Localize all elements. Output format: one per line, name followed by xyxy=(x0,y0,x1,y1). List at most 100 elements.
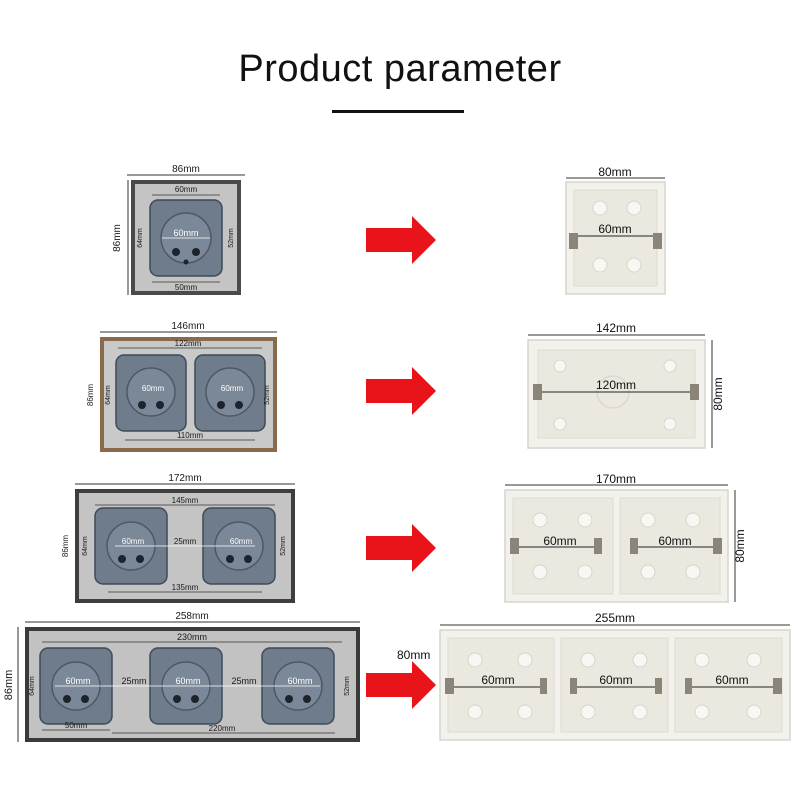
box-spacing-label: 60mm xyxy=(598,222,631,236)
socket-gap-label: 25mm xyxy=(174,537,197,546)
knockout-hole xyxy=(467,652,483,668)
knockout-hole xyxy=(694,652,710,668)
panel-inner-top-label: 145mm xyxy=(172,496,199,505)
socket-pin-hole xyxy=(192,248,200,256)
panel-dimensions: 258mm 230mm 86mm 64mm 60mm 25mm 60mm 25m… xyxy=(3,611,360,742)
mounting-lug xyxy=(570,678,577,694)
knockout-hole xyxy=(592,257,608,273)
panel-bottom-left-label: 50mm xyxy=(65,721,88,730)
box-spacing-label: 60mm xyxy=(481,673,514,687)
mounting-lug xyxy=(685,678,692,694)
panel-dimensions: 146mm 122mm 86mm 64mm 60mm 60mm 52mm 110… xyxy=(86,321,277,441)
knockout-hole xyxy=(663,359,677,373)
single-mounting-box: 80mm 60mm xyxy=(565,165,666,295)
knockout-hole xyxy=(640,564,656,580)
box-height-label: 80mm xyxy=(733,529,747,562)
panel-bottom-label: 110mm xyxy=(177,431,203,440)
double-wide-mounting-box: 170mm 60mm 60mm 80mm xyxy=(504,472,747,603)
mounting-lug xyxy=(540,678,547,694)
knockout-hole xyxy=(532,512,548,528)
arrow-icon xyxy=(366,367,436,415)
knockout-hole xyxy=(685,564,701,580)
panel-inner-left-label: 64mm xyxy=(105,385,112,405)
row-4: 258mm 230mm 86mm 64mm 60mm 25mm 60mm 25m… xyxy=(3,611,791,742)
panel-width-label: 146mm xyxy=(171,321,204,332)
mounting-lug xyxy=(690,384,699,400)
mounting-lug xyxy=(445,678,454,694)
page-title: Product parameter xyxy=(238,48,562,90)
panel-dimensions: 172mm 145mm 86mm 64mm 60mm 25mm 60mm 52m… xyxy=(61,473,295,593)
knockout-hole xyxy=(632,704,648,720)
panel-height-label: 86mm xyxy=(61,535,70,558)
panel-inner-right-label: 52mm xyxy=(264,385,271,405)
socket-center-label: 60mm xyxy=(142,384,165,393)
triple-socket-panel xyxy=(25,627,360,742)
panel-inner-left-label: 64mm xyxy=(137,228,144,248)
panel-bottom-label: 50mm xyxy=(175,283,198,292)
panel-inner-left-label: 64mm xyxy=(82,536,89,556)
panel-inner-right-label: 52mm xyxy=(280,536,287,556)
socket-pin-hole xyxy=(172,248,180,256)
box-width-label: 170mm xyxy=(596,472,636,486)
box-spacing-label: 60mm xyxy=(715,673,748,687)
panel-inner-right-label: 52mm xyxy=(228,228,235,248)
box-spacing-label: 60mm xyxy=(658,534,691,548)
knockout-hole xyxy=(532,564,548,580)
box-height-label: 80mm xyxy=(397,648,430,662)
panel-height-label: 86mm xyxy=(3,670,15,701)
arrow-icon xyxy=(366,524,436,572)
knockout-hole xyxy=(553,417,567,431)
box-spacing-label: 60mm xyxy=(543,534,576,548)
panel-inner-top-label: 230mm xyxy=(177,632,207,642)
knockout-hole xyxy=(517,704,533,720)
box-width-label: 142mm xyxy=(596,321,636,335)
knockout-hole xyxy=(467,704,483,720)
double-mounting-box: 142mm 120mm 80mm xyxy=(527,321,725,449)
knockout-hole xyxy=(577,512,593,528)
knockout-hole xyxy=(685,512,701,528)
knockout-hole xyxy=(592,200,608,216)
triple-mounting-box: 255mm 80mm 60mm 60mm 60mm xyxy=(397,611,791,741)
panel-inner-left-label: 64mm xyxy=(29,676,36,696)
mounting-lug xyxy=(510,538,519,554)
socket-center-label: 60mm xyxy=(221,384,244,393)
knockout-hole xyxy=(632,652,648,668)
panel-width-label: 258mm xyxy=(175,611,208,622)
panel-inner-right-label: 52mm xyxy=(344,676,351,696)
panel-bottom-label: 220mm xyxy=(209,724,236,733)
knockout-hole xyxy=(626,257,642,273)
knockout-hole xyxy=(746,652,762,668)
knockout-hole xyxy=(694,704,710,720)
socket-center-label: 60mm xyxy=(230,537,253,546)
socket-gap-label: 25mm xyxy=(231,676,256,686)
title-underline xyxy=(332,110,464,113)
socket-center-label: 60mm xyxy=(65,676,90,686)
row-3: 172mm 145mm 86mm 64mm 60mm 25mm 60mm 52m… xyxy=(61,472,747,603)
panel-width-label: 86mm xyxy=(172,164,200,175)
knockout-hole xyxy=(746,704,762,720)
mounting-lug xyxy=(655,678,662,694)
panel-inner-top-label: 60mm xyxy=(175,185,198,194)
double-socket-panel xyxy=(100,337,277,452)
box-width-label: 255mm xyxy=(595,611,635,625)
arrow-icon xyxy=(366,661,436,709)
box-height-label: 80mm xyxy=(711,377,725,410)
box-spacing-label: 120mm xyxy=(596,378,636,392)
panel-bottom-label: 135mm xyxy=(172,583,199,592)
mounting-lug xyxy=(713,538,722,554)
socket-gap-label: 25mm xyxy=(121,676,146,686)
panel-width-label: 172mm xyxy=(168,473,201,484)
socket-center-label: 60mm xyxy=(122,537,145,546)
box-spacing-label: 60mm xyxy=(599,673,632,687)
panel-height-label: 86mm xyxy=(112,224,123,252)
knockout-hole xyxy=(553,359,567,373)
knockout-hole xyxy=(517,652,533,668)
socket-center-label: 60mm xyxy=(175,676,200,686)
mounting-lug xyxy=(569,233,578,249)
knockout-hole xyxy=(577,564,593,580)
mounting-lug xyxy=(594,538,602,554)
row-2: 146mm 122mm 86mm 64mm 60mm 60mm 52mm 110… xyxy=(86,321,725,452)
knockout-hole xyxy=(626,200,642,216)
panel-height-label: 86mm xyxy=(86,384,95,407)
